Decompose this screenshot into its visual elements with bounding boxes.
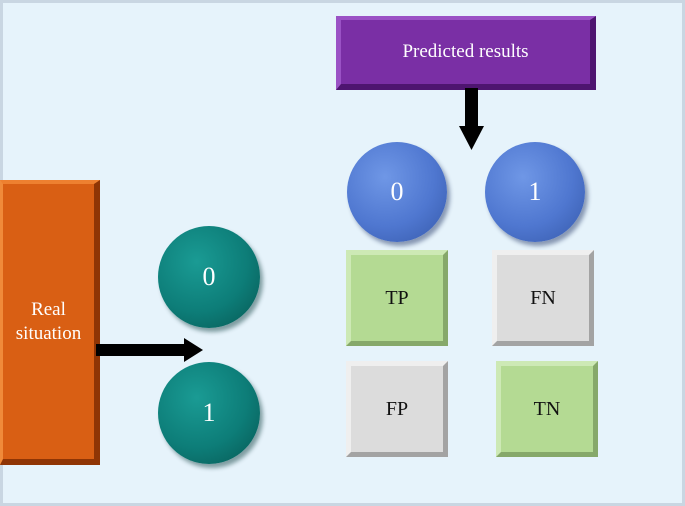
real-situation-line-2: situation [15, 322, 82, 344]
predicted-class-1-circle: 1 [485, 142, 585, 242]
tn-label: TN [533, 397, 561, 420]
fp-label: FP [385, 397, 409, 420]
predicted-results-box: Predicted results [336, 16, 596, 90]
real-class-1-label: 1 [202, 398, 216, 427]
real-class-0-circle: 0 [158, 226, 260, 328]
real-situation-line-1: Real [31, 298, 66, 320]
predicted-class-0-label: 0 [390, 177, 404, 206]
tn-cell: TN [496, 361, 598, 457]
tp-cell: TP [346, 250, 448, 346]
real-situation-label: Real situation [16, 298, 81, 346]
predicted-class-0-circle: 0 [347, 142, 447, 242]
predicted-class-1-label: 1 [528, 177, 542, 206]
right-arrow [96, 338, 203, 362]
fn-cell: FN [492, 250, 594, 346]
down-arrow [459, 88, 484, 150]
real-class-1-circle: 1 [158, 362, 260, 464]
tp-label: TP [385, 286, 409, 309]
predicted-results-label: Predicted results [402, 41, 529, 62]
fp-cell: FP [346, 361, 448, 457]
real-situation-box: Real situation [0, 180, 100, 465]
fn-label: FN [530, 286, 556, 309]
real-class-0-label: 0 [202, 262, 216, 291]
